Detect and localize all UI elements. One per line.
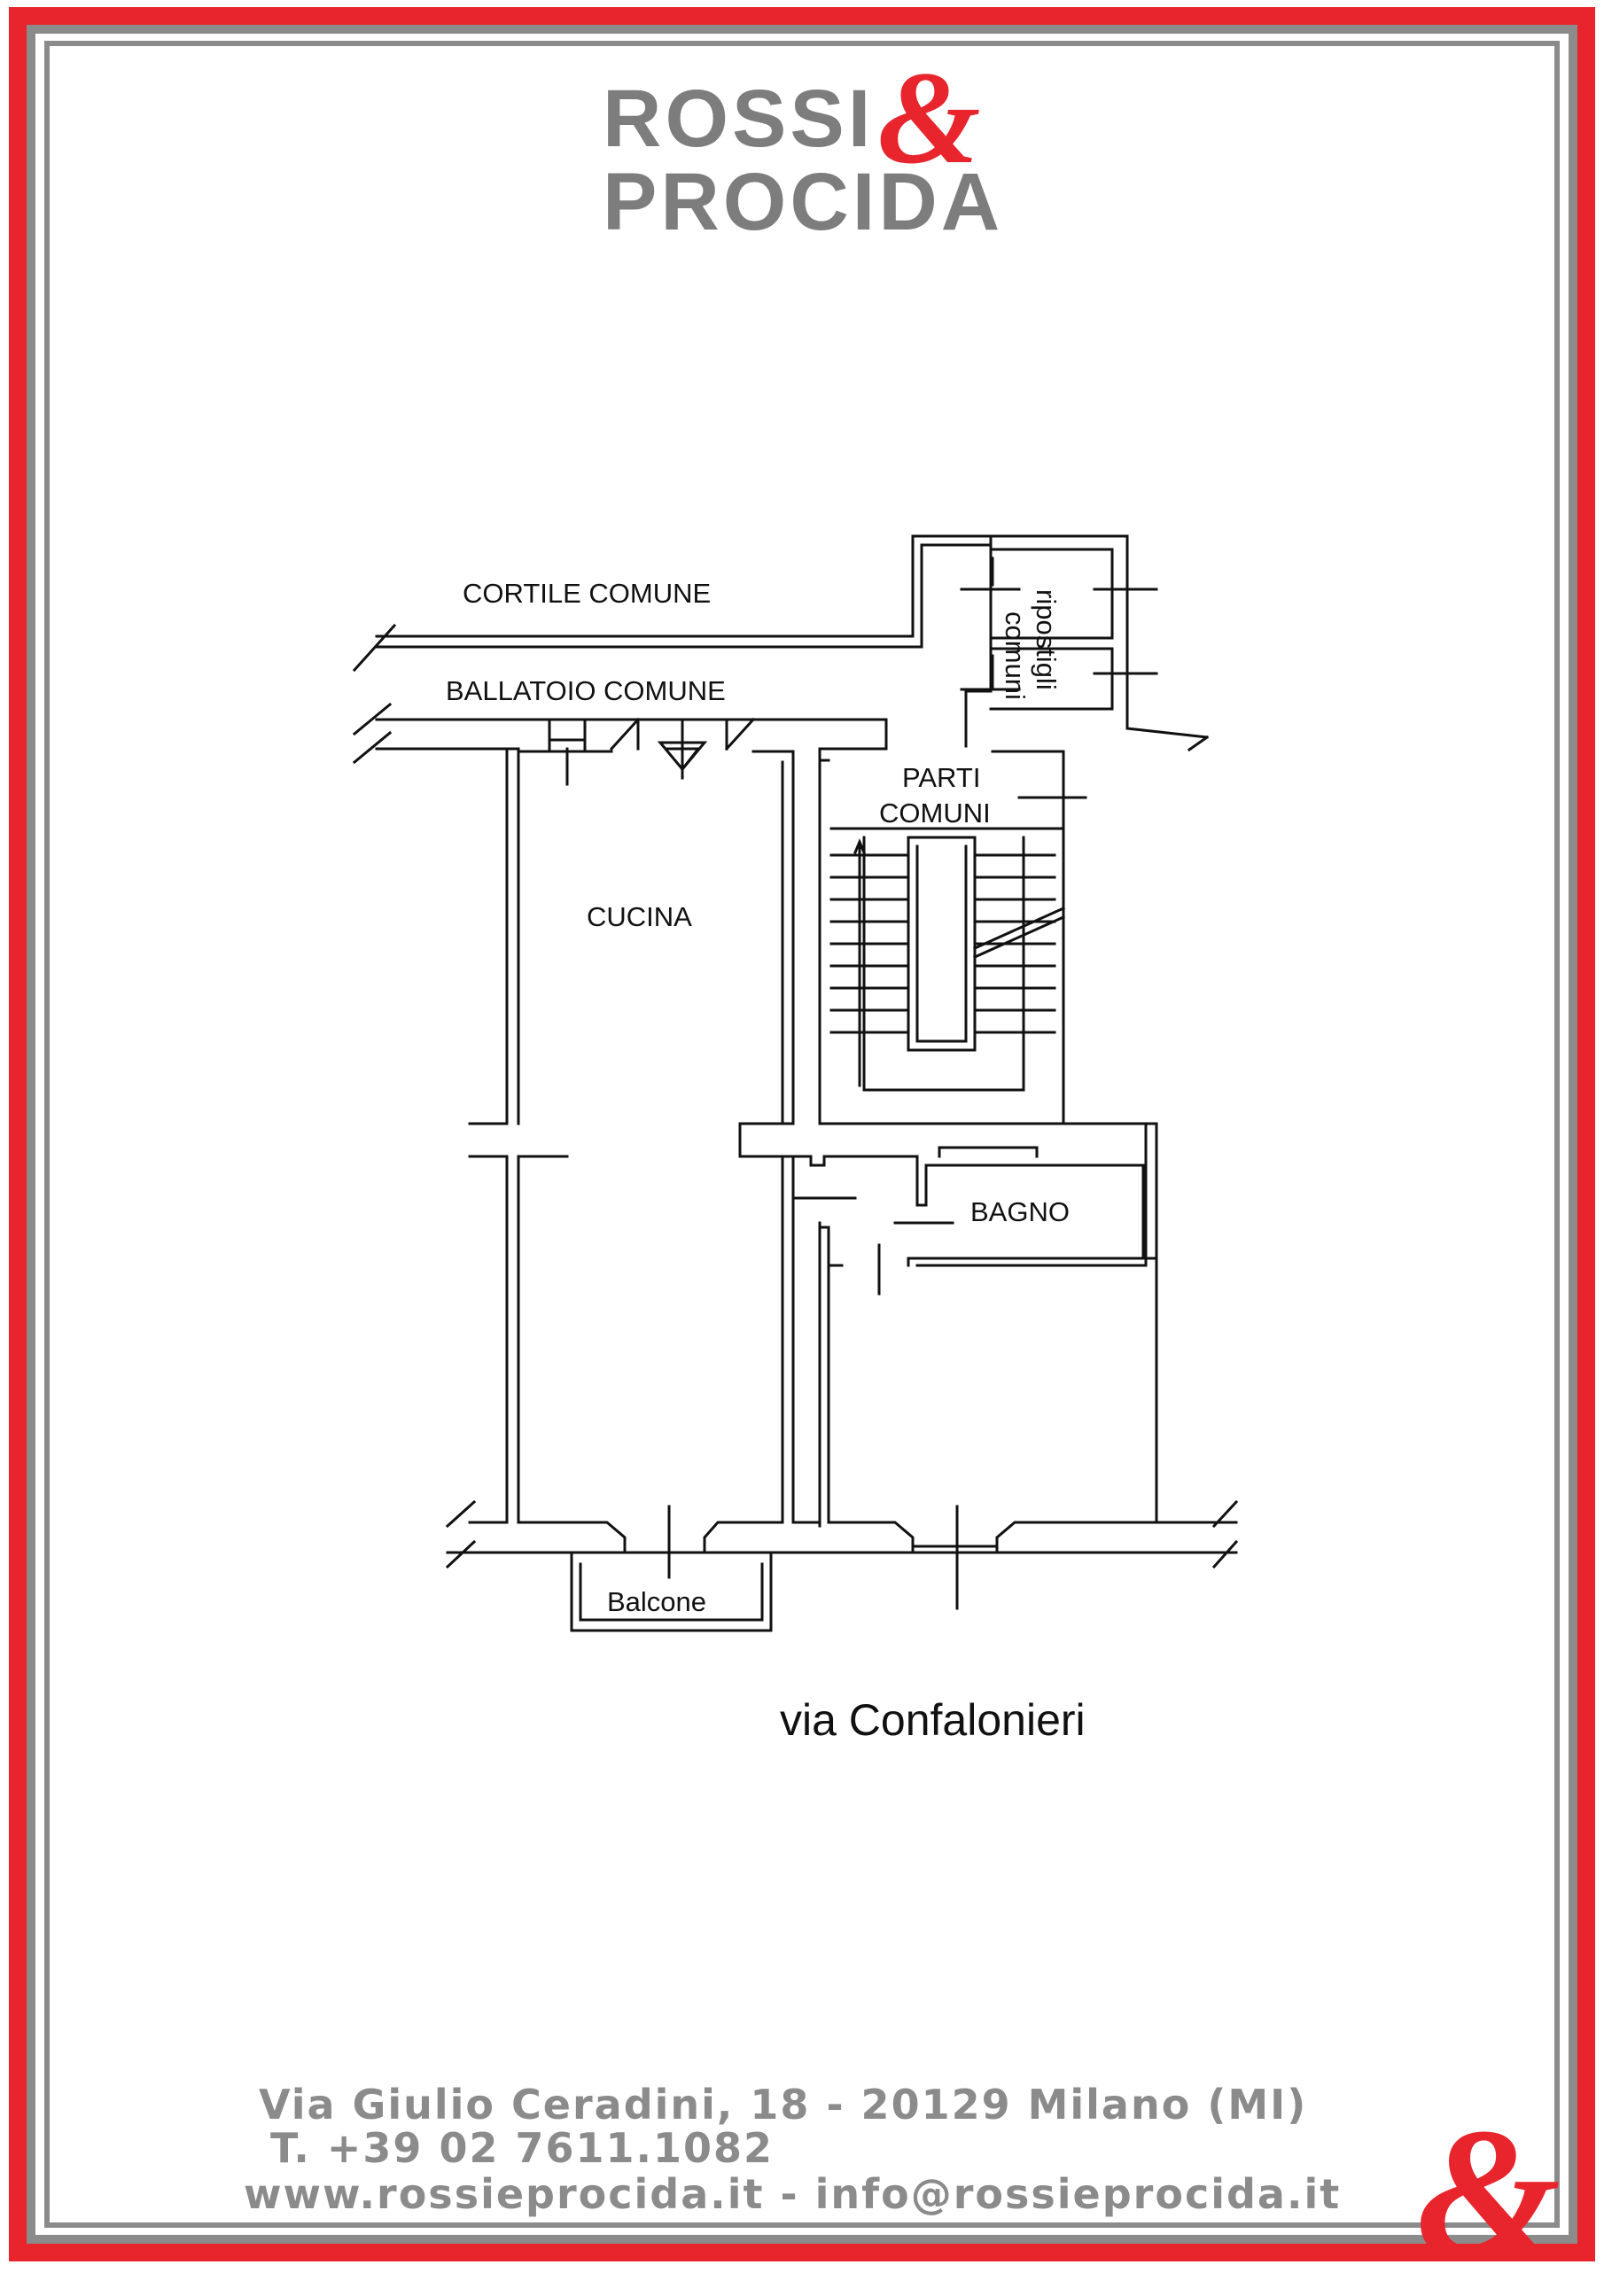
footer-ampersand-logo: & xyxy=(1416,2090,1561,2296)
page-area xyxy=(35,34,1569,2235)
label-cucina: CUCINA xyxy=(587,901,692,932)
label-cortile: CORTILE COMUNE xyxy=(463,578,711,609)
street-label: via Confalonieri xyxy=(780,1695,1086,1745)
inner-border xyxy=(44,41,1560,2228)
footer-phone: T. +39 02 7611.1082 xyxy=(270,2124,775,2172)
label-comuni-ripostigli: comuni xyxy=(1000,611,1031,700)
label-bagno: BAGNO xyxy=(970,1196,1070,1227)
label-ripostigli: ripostigli xyxy=(1031,589,1062,690)
kitchen-walls xyxy=(505,750,520,1125)
bathroom-walls xyxy=(738,1122,1145,1267)
label-ballatoio: BALLATOIO COMUNE xyxy=(446,675,726,706)
footer-web: www.rossieprocida.it - info@rossieprocid… xyxy=(244,2170,1342,2218)
label-comuni: COMUNI xyxy=(879,798,991,829)
storage-walls xyxy=(989,534,1209,739)
logo-procida: PROCIDA xyxy=(603,157,1004,247)
label-balcone: Balcone xyxy=(607,1586,706,1617)
logo-ampersand: & xyxy=(877,44,981,191)
label-parti: PARTI xyxy=(902,762,980,793)
courtyard-wall xyxy=(375,534,993,638)
balcony xyxy=(570,1551,773,1632)
footer-address: Via Giulio Ceradini, 18 - 20129 Milano (… xyxy=(259,2081,1308,2129)
logo-rossi: ROSSI xyxy=(603,74,875,164)
front-wall xyxy=(468,1155,627,1554)
